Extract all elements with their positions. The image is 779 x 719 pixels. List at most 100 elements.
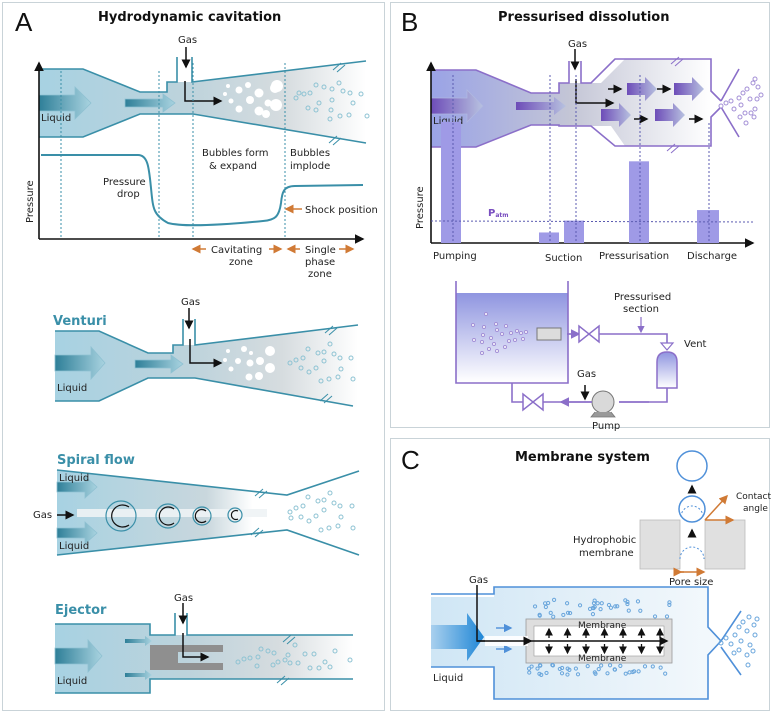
membrane-block-left	[639, 519, 681, 570]
spiral-flow-title: Spiral flow	[57, 453, 135, 468]
valve-icon[interactable]	[522, 392, 544, 412]
membrane-top-label: Membrane	[578, 621, 627, 631]
gas-bubble	[608, 605, 614, 610]
panel-b-title: Pressurised dissolution	[498, 10, 669, 25]
gas-bubble	[551, 614, 556, 619]
pressure-curve	[41, 154, 364, 227]
contact-angle-arrow-icon	[704, 494, 729, 521]
venturi-liquid-label: Liquid	[57, 383, 87, 394]
bubbles-imploding	[293, 80, 370, 122]
gas-bubble	[585, 663, 590, 669]
ejector-nozzle	[150, 645, 223, 670]
gas-bubble	[612, 667, 618, 672]
cavitation-nozzle: Gas Liquid	[38, 35, 370, 146]
bubbles-implode-label-1: Bubbles	[290, 148, 330, 159]
venturi-title: Venturi	[53, 314, 107, 329]
hydrophobic-label-2: membrane	[579, 548, 634, 559]
break-mark-icon	[332, 62, 346, 73]
pressure-plot: Pressure Pressure drop Bubbles form & ex…	[25, 61, 378, 280]
gas-label: Gas	[178, 35, 197, 46]
panel-c-membrane-system: C Membrane system Contact angle Hydropho…	[390, 438, 771, 711]
gas-bubble	[599, 601, 604, 606]
pressure-bar	[564, 220, 584, 243]
pressure-bar	[697, 210, 719, 243]
flow-arrow-icon	[601, 103, 631, 127]
dissolution-circuit: Pressurised section Vent Pump Gas	[455, 281, 707, 432]
gas-bubble	[548, 610, 553, 616]
ejector-diagram: Ejector Gas Liquid	[54, 593, 353, 694]
gas-bubble	[592, 598, 597, 603]
break-mark-icon	[328, 135, 342, 146]
gas-bubble	[592, 604, 597, 610]
bubbles-implode-label-2: implode	[290, 161, 330, 172]
y-axis-label: Pressure	[25, 180, 36, 223]
stage-label-pressurisation: Pressurisation	[599, 251, 669, 262]
panel-a-hydrodynamic-cavitation: A Hydrodynamic cavitation Gas Liquid	[2, 2, 385, 711]
gas-bubble	[526, 666, 532, 671]
pressure-bar	[629, 161, 649, 243]
gas-bubble	[527, 670, 532, 675]
shock-position-label: Shock position	[305, 205, 378, 216]
pump-label: Pump	[592, 421, 620, 432]
vent-label: Vent	[684, 339, 707, 350]
y-axis-label: Pressure	[415, 186, 426, 229]
pressure-drop-label-2: drop	[117, 189, 140, 200]
pressure-drop-label-1: Pressure	[103, 177, 146, 188]
ejector-gas-label: Gas	[174, 593, 193, 604]
liquid-flow-arrow-icon	[125, 636, 152, 646]
panel-b-pressurised-dissolution: B Pressurised dissolution Gas Liquid	[390, 2, 770, 432]
venturi-gas-label: Gas	[181, 297, 200, 308]
liquid-flow-arrow-icon	[38, 86, 92, 120]
panel-c-title: Membrane system	[515, 450, 650, 465]
gas-bubble	[592, 670, 597, 675]
bubbles-growing	[223, 80, 283, 118]
gas-bubble	[565, 610, 571, 615]
gas-bubble	[598, 606, 603, 612]
valve-icon[interactable]	[578, 324, 600, 344]
gas-bubble	[658, 665, 663, 670]
liquid-flow-arrow-icon	[430, 89, 484, 123]
gas-bubble	[559, 671, 565, 676]
gas-bubble	[599, 663, 604, 668]
gas-bubble	[573, 666, 578, 671]
gas-bubble	[596, 667, 601, 672]
stage-label-discharge: Discharge	[687, 251, 737, 262]
gas-bubble	[532, 604, 538, 609]
gas-bubble	[663, 671, 668, 676]
gas-injection-arrow-icon	[184, 81, 223, 106]
vent-valve-icon[interactable]	[659, 342, 675, 351]
gas-bubble	[535, 666, 540, 671]
contact-angle-label-2: angle	[743, 504, 768, 514]
cavitating-zone-label-2: zone	[229, 257, 253, 268]
membrane-module: Membrane Membrane Gas Liquid	[431, 575, 760, 700]
gas-bubble	[575, 672, 581, 677]
gas-bubble	[546, 600, 551, 606]
bubbles-form-label-2: & expand	[209, 161, 257, 172]
gas-bubble	[605, 671, 610, 676]
pore-detail: Contact angle Hydrophobic membrane Pore …	[573, 450, 771, 588]
liquid-label: Liquid	[41, 113, 71, 124]
bubbles-form-label-1: Bubbles form	[202, 148, 269, 159]
gas-bubble	[667, 602, 672, 607]
panel-a-svg: A Hydrodynamic cavitation Gas Liquid	[15, 7, 378, 694]
gas-bubble	[618, 663, 623, 668]
pump-icon[interactable]	[591, 390, 615, 414]
gas-bubble	[625, 599, 630, 604]
ejector-liquid-label: Liquid	[57, 676, 87, 687]
flow-arrow-icon	[627, 77, 657, 101]
pressure-bar	[539, 232, 559, 243]
gas-bubble	[667, 600, 672, 605]
pressure-bar-chart: Pressure Patm Pumping Suction Pressurisa…	[415, 61, 756, 264]
single-phase-label-1: Single	[305, 245, 336, 256]
gas-bubble	[642, 664, 648, 669]
membrane-bottom-label: Membrane	[578, 654, 627, 664]
gas-bubble	[638, 608, 643, 613]
gas-bubble	[559, 665, 565, 671]
spiral-flow-diagram: Spiral flow Gas Liquid Liquid	[33, 453, 360, 556]
dissolution-nozzle: Gas Liquid	[430, 39, 764, 154]
gas-injection-arrow-icon	[189, 339, 223, 368]
gas-bubble	[606, 602, 612, 608]
gas-bubble	[650, 664, 655, 669]
flow-arrow-icon	[674, 77, 704, 101]
liquid-flow-arrow-icon	[54, 345, 106, 381]
